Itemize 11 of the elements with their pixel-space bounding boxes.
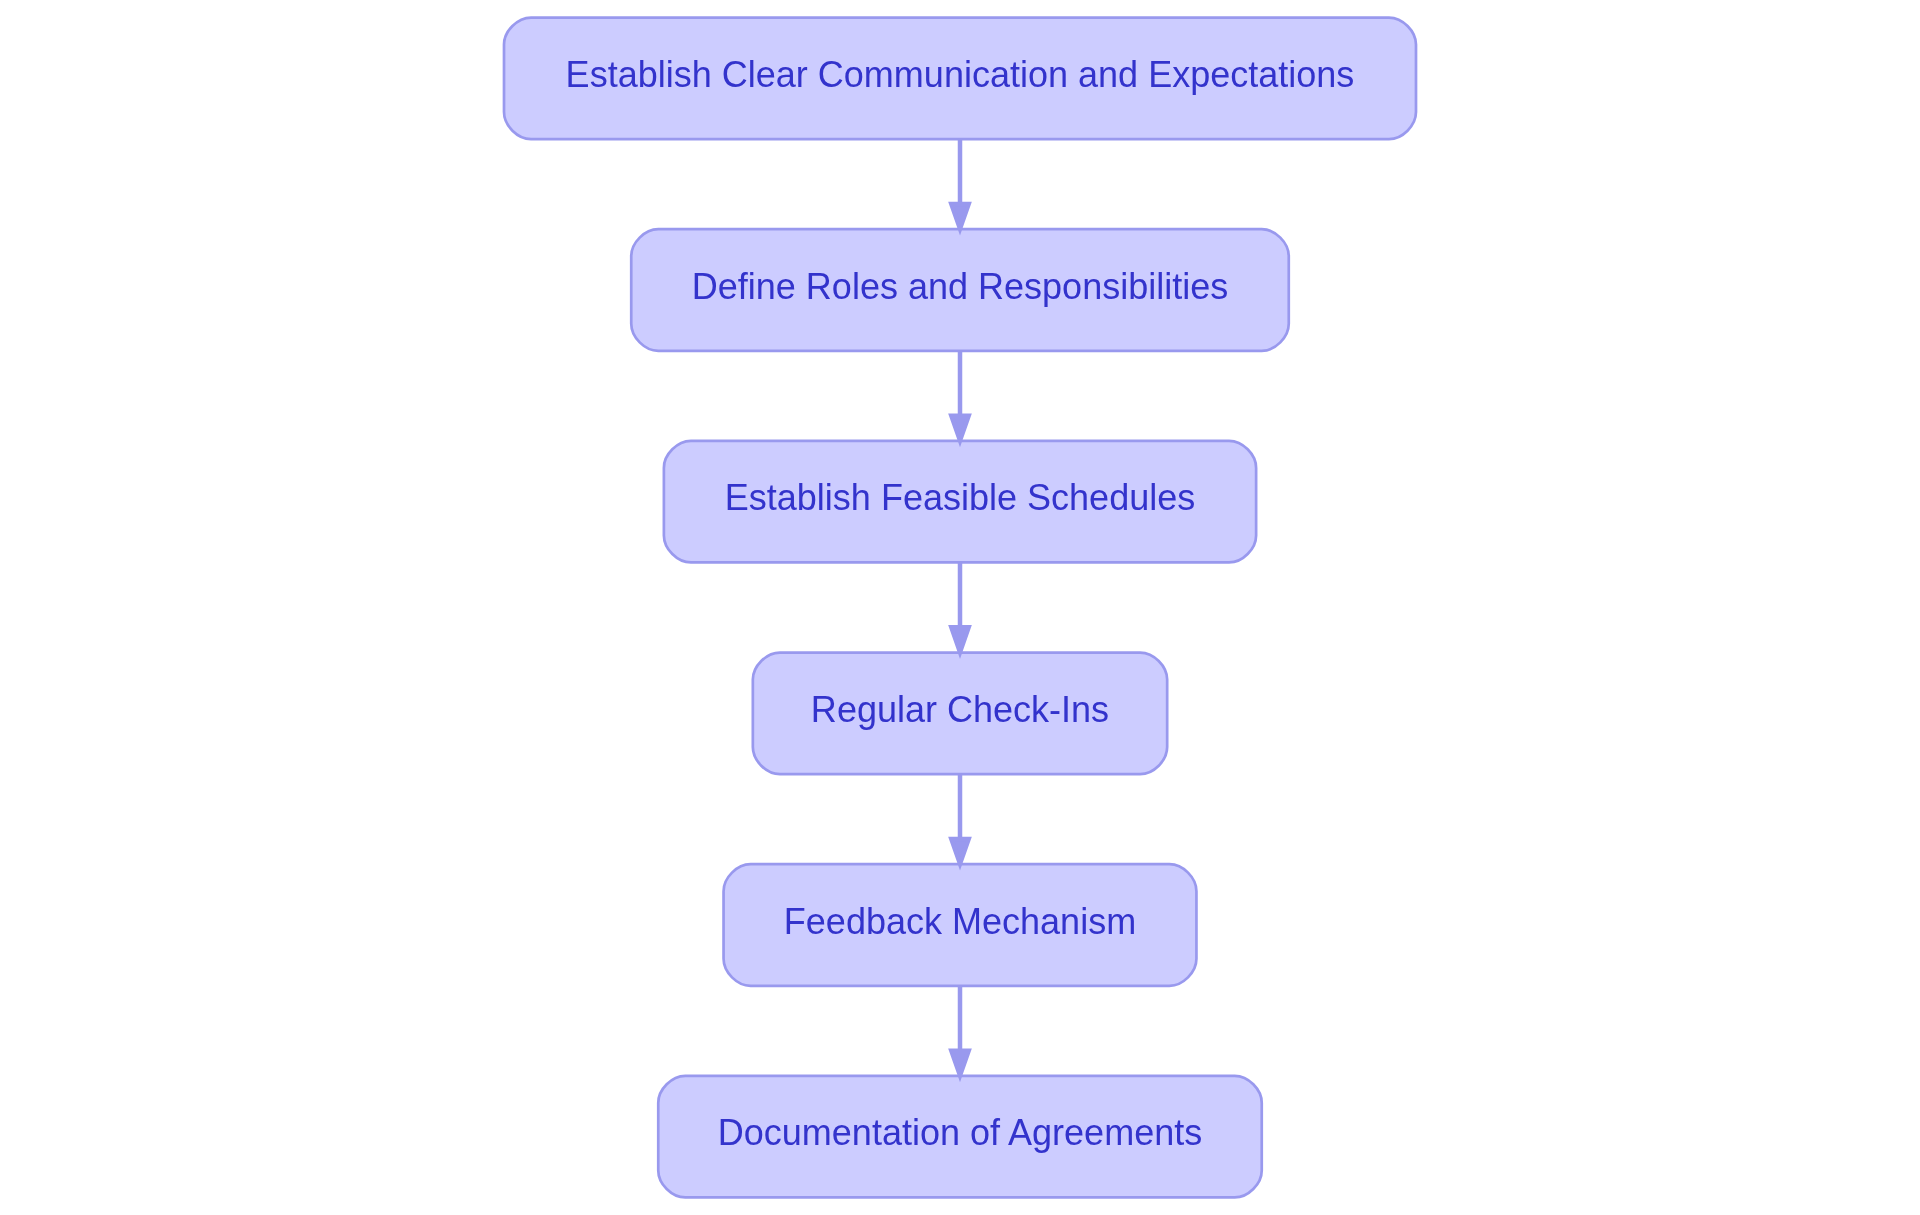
arrow	[948, 562, 972, 659]
arrow	[948, 139, 972, 236]
arrow	[948, 774, 972, 871]
arrow	[948, 351, 972, 448]
node-box: Establish Feasible Schedules	[662, 439, 1258, 564]
node-box: Define Roles and Responsibilities	[629, 227, 1291, 353]
node-box: Establish Clear Communication and Expectations	[502, 16, 1418, 141]
node-box: Feedback Mechanism	[722, 862, 1198, 988]
arrow	[948, 986, 972, 1083]
node-box: Regular Check-Ins	[751, 651, 1169, 776]
node-box: Documentation of Agreements	[656, 1074, 1264, 1199]
